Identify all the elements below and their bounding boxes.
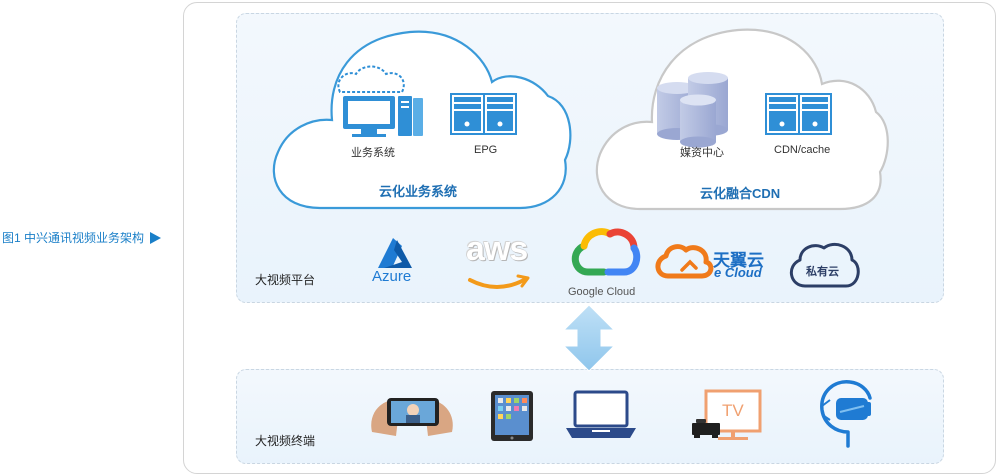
azure-logo-icon: [378, 238, 412, 268]
media-center-icon: [657, 72, 728, 148]
tablet-icon: [491, 391, 533, 441]
epg-label: EPG: [474, 144, 498, 156]
private-cloud-text: 私有云: [806, 266, 839, 278]
bidirectional-arrow-icon: [562, 304, 616, 372]
google-cloud-logo-icon: [571, 228, 641, 276]
aws-logo-text: aws: [466, 230, 528, 268]
figure-caption: 图1 中兴通讯视频业务架构: [2, 229, 162, 246]
caption-arrow-icon: [150, 231, 162, 244]
cdn-cache-label: CDN/cache: [774, 144, 831, 156]
figure-caption-text: 图1 中兴通讯视频业务架构: [2, 231, 145, 245]
aws-logo-icon: [468, 274, 530, 289]
tianyi-cloud-chinese-text: 天翼云: [713, 251, 764, 270]
tv-icon: [692, 389, 762, 440]
laptop-icon: [566, 390, 636, 438]
media-center-label: 媒资中心: [680, 147, 724, 159]
tianyi-cloud-logo-icon: [655, 244, 714, 279]
business-cloud-title: 云化业务系统: [379, 184, 458, 199]
smartphone-icon: [371, 398, 453, 436]
cdn-cache-server-icon: [765, 93, 832, 135]
azure-logo-text: Azure: [372, 268, 412, 285]
business-system-icon: [337, 65, 423, 137]
cdn-cloud-title: 云化融合CDN: [700, 186, 781, 201]
private-cloud-icon: [789, 243, 860, 288]
google-cloud-logo-text: Google Cloud: [568, 286, 636, 298]
epg-server-icon: [450, 93, 517, 135]
business-system-label: 业务系统: [351, 147, 395, 159]
platform-section-label: 大视频平台: [255, 273, 316, 287]
tianyi-cloud-english-text: e Cloud: [714, 265, 762, 280]
tv-screen-text: TV: [722, 401, 744, 420]
terminal-section-label: 大视频终端: [255, 434, 316, 448]
vr-headset-icon: [820, 380, 872, 448]
cdn-cloud-shape: [595, 28, 889, 211]
